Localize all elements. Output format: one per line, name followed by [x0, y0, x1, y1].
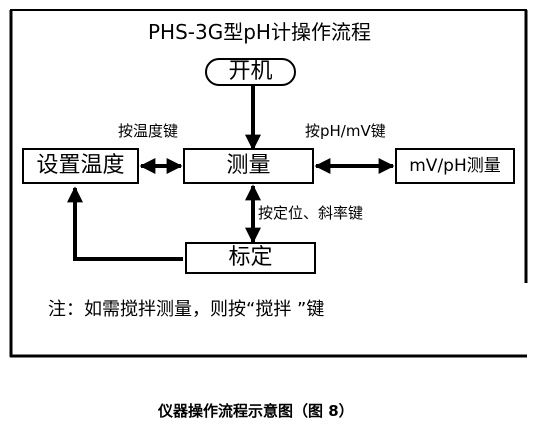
node-settings: 设置温度: [22, 148, 139, 184]
node-measure-label: 测量: [226, 153, 271, 178]
node-power-on-label: 开机: [228, 59, 273, 84]
node-power-on: 开机: [205, 58, 296, 86]
node-mode: mV/pH测量: [395, 148, 515, 184]
node-calibrate-label: 标定: [228, 245, 273, 270]
node-calibrate: 标定: [185, 242, 316, 274]
node-settings-label: 设置温度: [36, 153, 125, 178]
diagram-note: 注：如需搅拌测量，则按“搅拌 ”键: [48, 299, 325, 320]
edge-label-cal-keys: 按定位、斜率键: [258, 204, 364, 222]
edge-label-ph-mv-key: 按pH/mV键: [305, 122, 386, 140]
figure-caption: 仪器操作流程示意图（图 8）: [158, 402, 354, 420]
diagram-title: PHS-3G型pH计操作流程: [148, 20, 371, 44]
arrow-calibrate-to-settings: [67, 186, 183, 261]
node-mode-label: mV/pH测量: [409, 155, 501, 176]
node-measure: 测量: [183, 148, 314, 184]
edge-label-temp-key: 按温度键: [118, 122, 179, 140]
